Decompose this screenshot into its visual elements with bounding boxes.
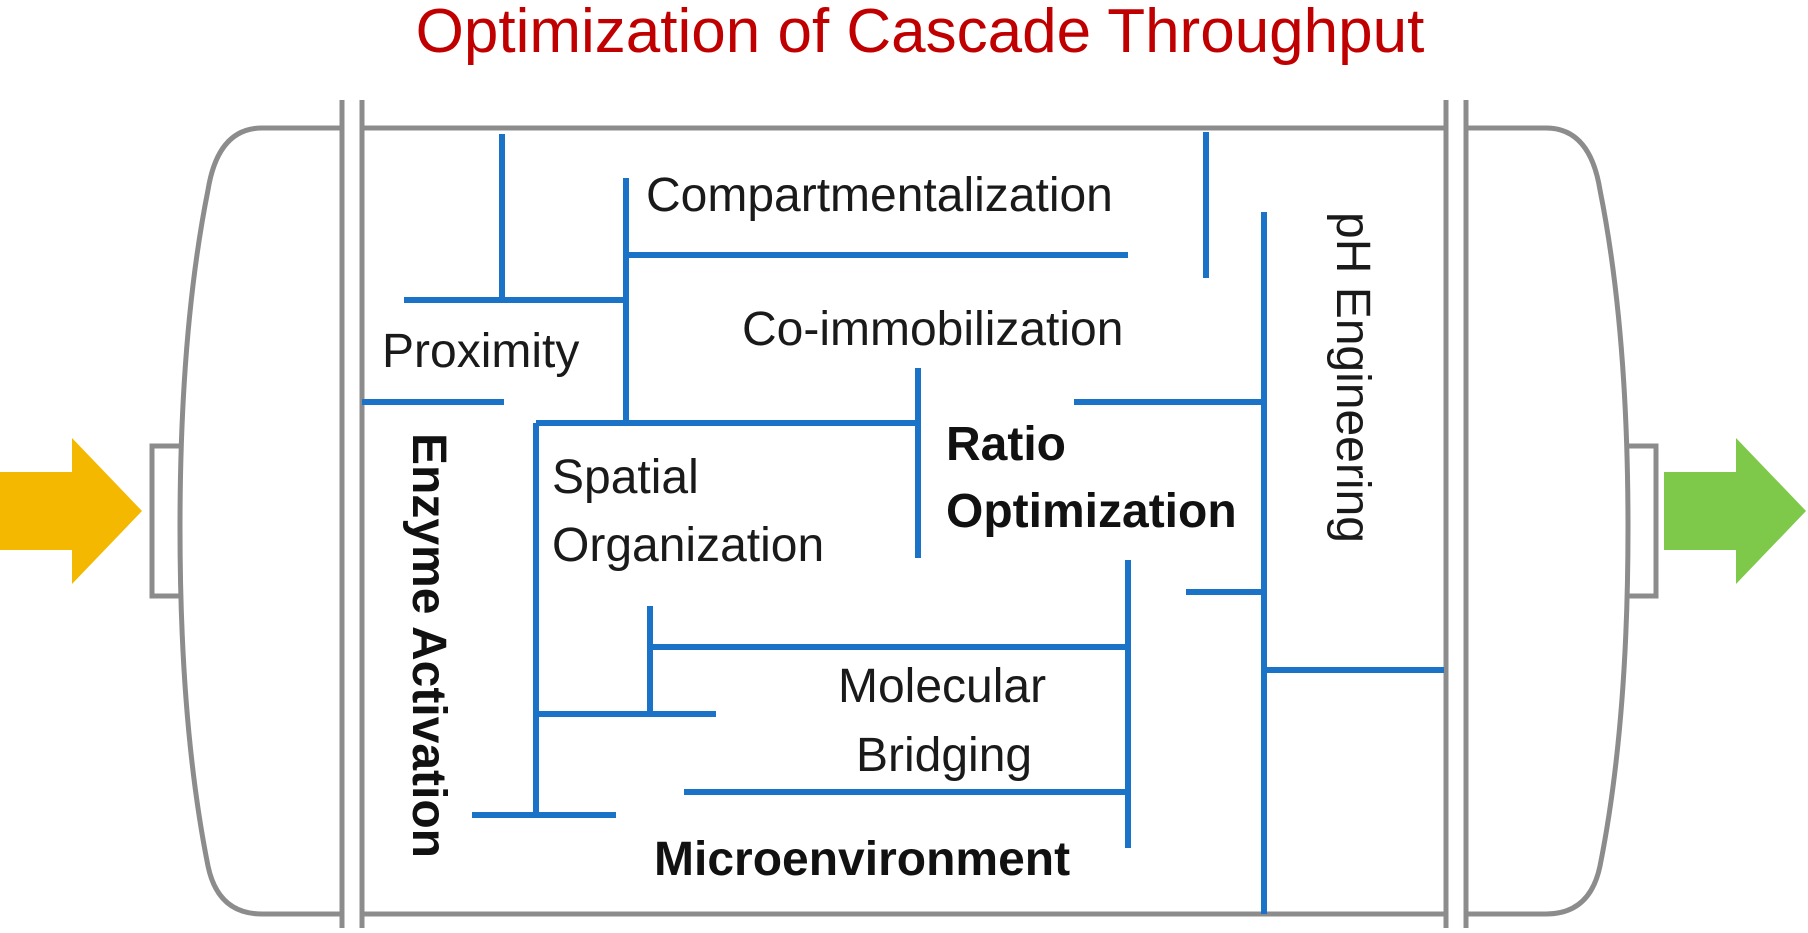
label-co-immobilization: Co-immobilization [742,303,1123,356]
label-ph-engineering: pH Engineering [1326,212,1379,543]
label-compartmentalization: Compartmentalization [646,169,1113,222]
label-spatial: Spatial [552,451,699,504]
vessel-inlet-port [149,443,182,599]
outlet-arrow-icon [1664,438,1806,584]
label-microenvironment: Microenvironment [654,833,1070,886]
vessel-left-cap [177,125,342,917]
label-molecular: Molecular [838,660,1046,713]
diagram-title: Optimization of Cascade Throughput [416,0,1425,66]
label-enzyme-activation: Enzyme Activation [402,433,455,858]
reactor-vessel [149,100,1659,928]
label-ratio: Ratio [946,418,1066,471]
inlet-arrow-icon [0,438,142,584]
label-organization: Organization [552,519,824,572]
label-proximity: Proximity [382,325,579,378]
vessel-outlet-port [1626,443,1659,599]
label-optimization: Optimization [946,485,1237,538]
label-bridging: Bridging [856,729,1032,782]
branch-lines [362,132,1444,914]
vessel-right-cap [1466,125,1631,917]
